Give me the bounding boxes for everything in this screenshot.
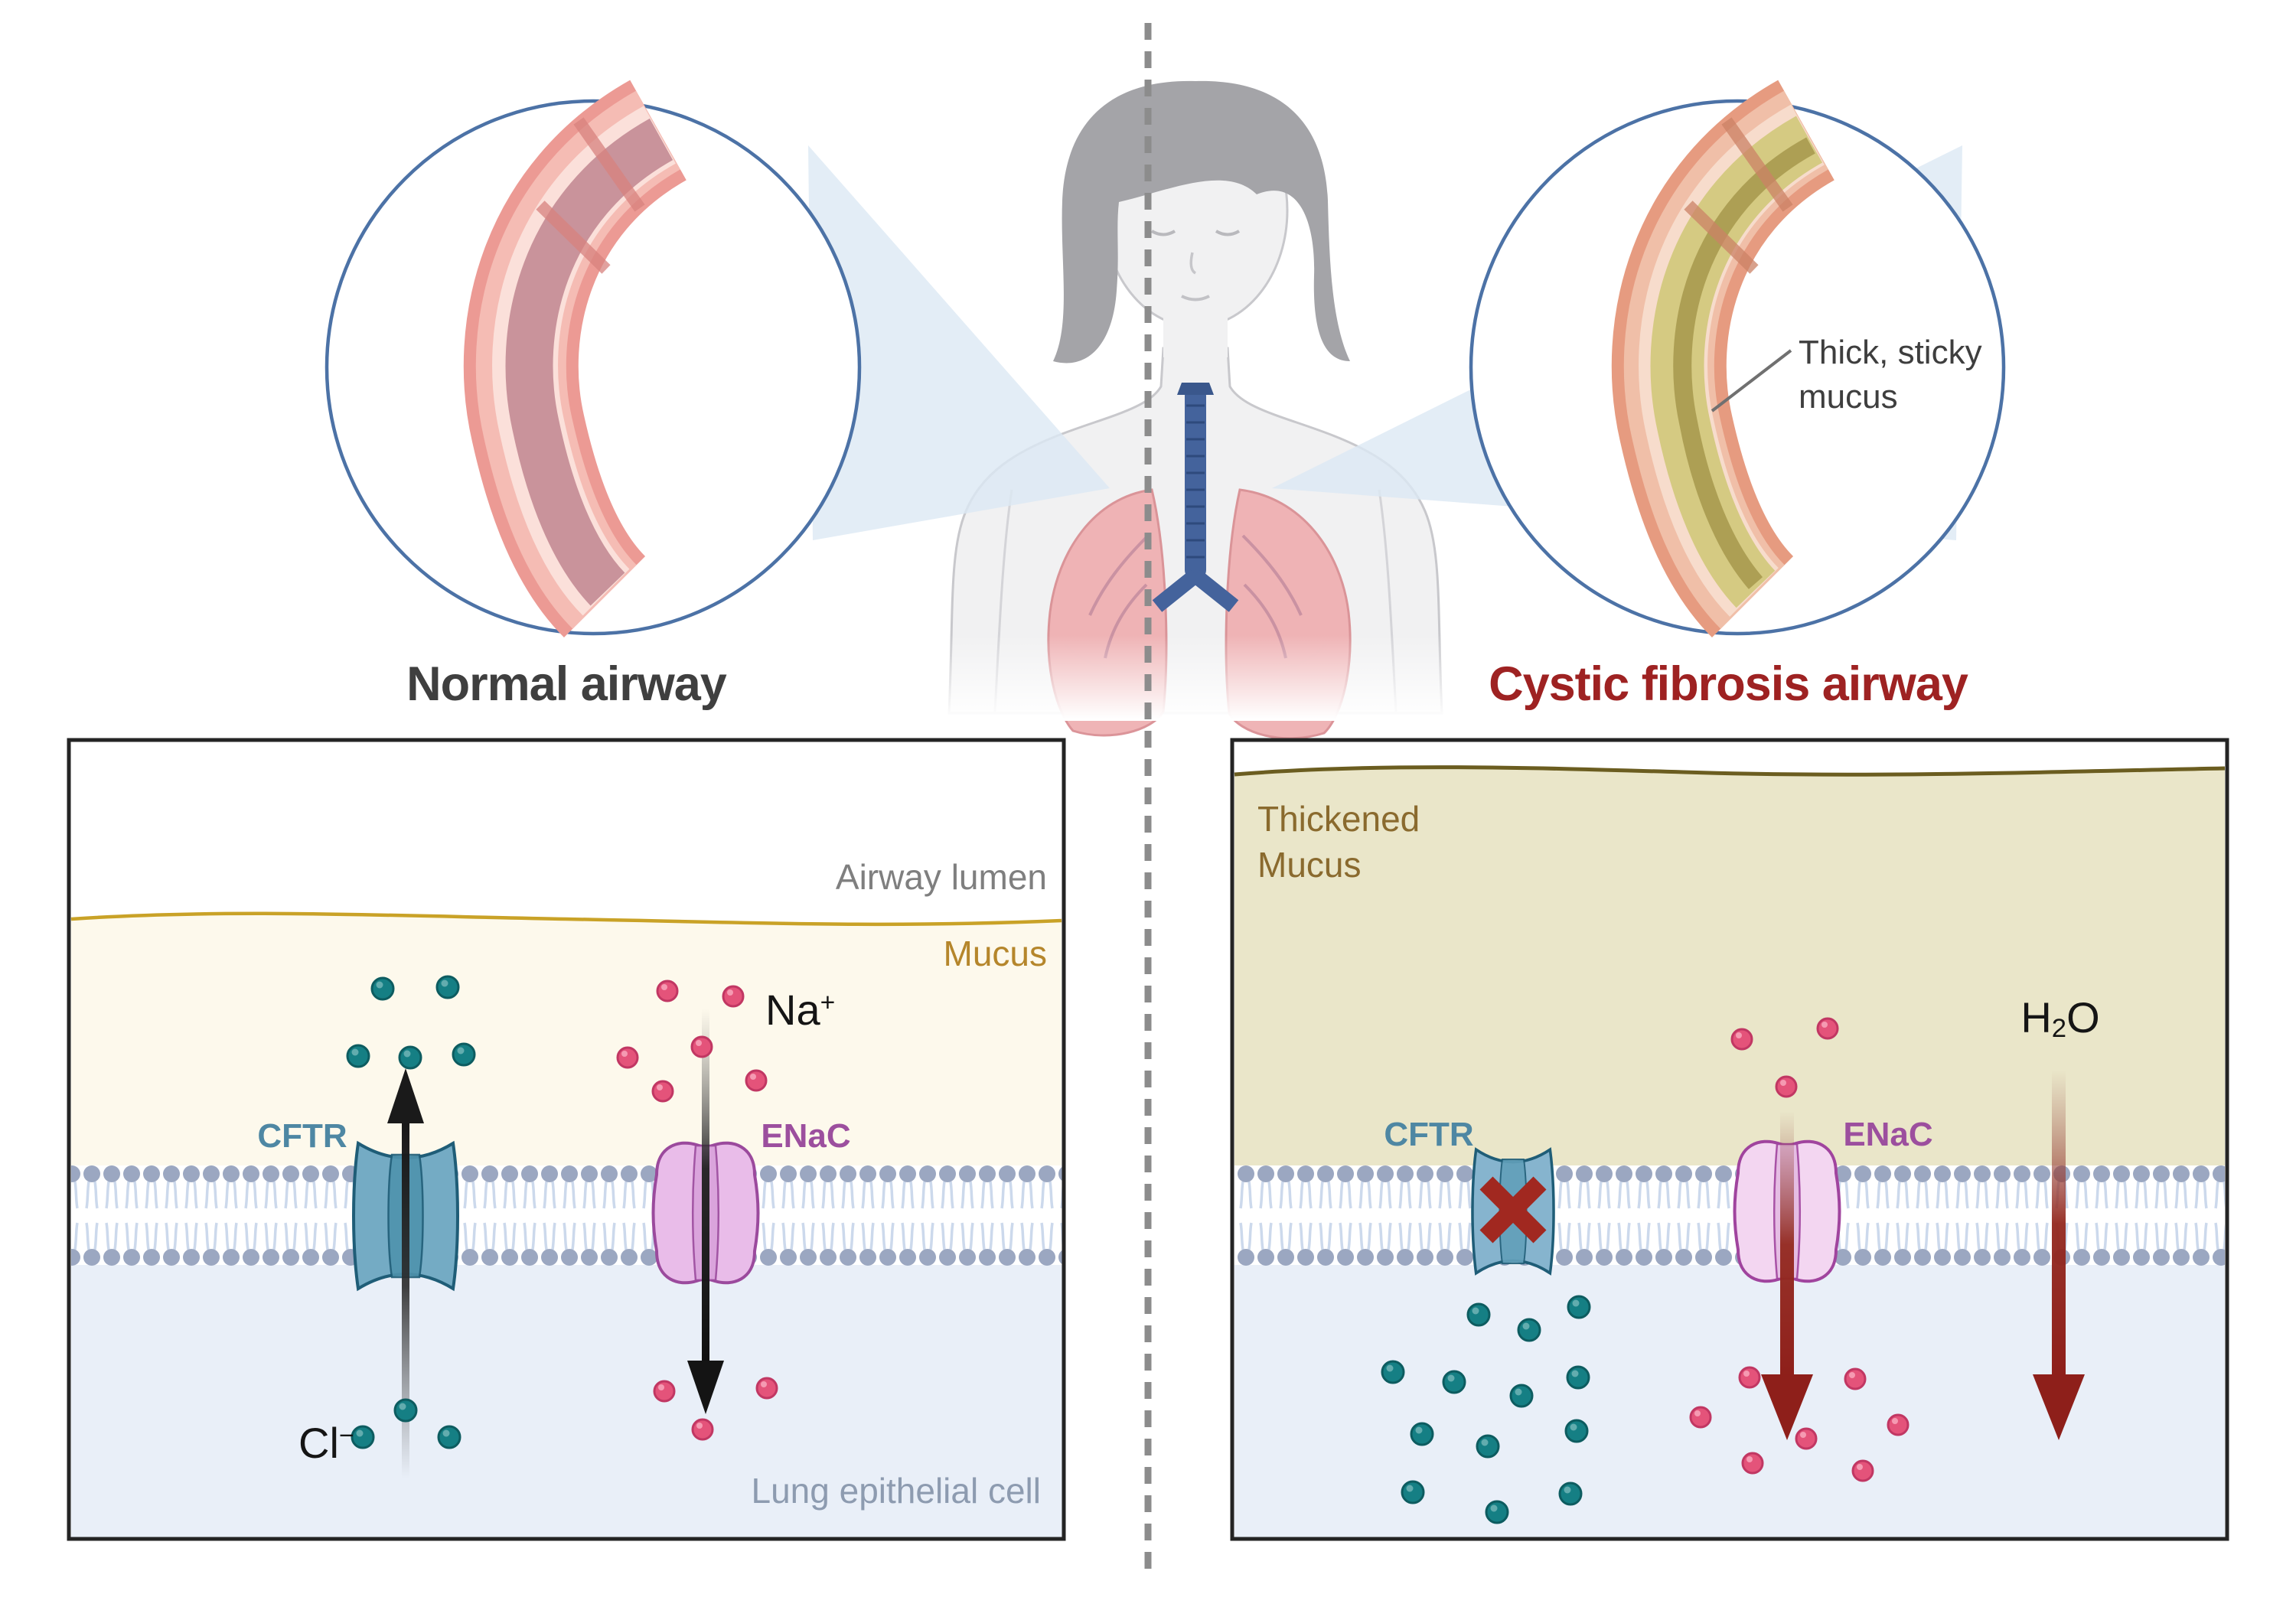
sodium-ion (755, 1377, 778, 1400)
lung-epithelial-cell-label: Lung epithelial cell (751, 1471, 1042, 1511)
thickened-mucus-surface-line (1234, 765, 2226, 777)
normal-airway-title: Normal airway (406, 657, 727, 711)
sodium-ion (1730, 1028, 1753, 1051)
cftr-label-cf: CFTR (1384, 1116, 1474, 1153)
chloride-ion (437, 1425, 461, 1449)
thickened-mucus-line-2: Mucus (1257, 845, 1362, 885)
callout-leader-line (1711, 349, 1792, 412)
chloride-ion-label: Cl− (298, 1419, 354, 1468)
sodium-ion (656, 980, 679, 1002)
sodium-ion (1741, 1452, 1764, 1475)
airway-lumen-label: Airway lumen (835, 857, 1047, 897)
cf-airway-tube (1611, 80, 1836, 638)
chloride-ion (1410, 1422, 1434, 1446)
chloride-ion (1466, 1302, 1491, 1327)
chloride-ion (1485, 1500, 1509, 1524)
mucus-surface-line (70, 911, 1062, 927)
sodium-ion (1775, 1075, 1798, 1098)
enac-label-cf: ENaC (1843, 1116, 1933, 1153)
callout-line-2: mucus (1799, 378, 1898, 416)
cf-airway-title: Cystic fibrosis airway (1489, 657, 1968, 711)
chloride-ion (398, 1045, 422, 1070)
thickened-mucus-label: Thickened Mucus (1257, 796, 1420, 888)
sodium-flow-arrow-down (687, 1009, 724, 1414)
normal-airway-tube (463, 80, 688, 638)
sodium-ion (1738, 1366, 1761, 1389)
cell-interior (71, 1265, 1062, 1539)
trachea (1152, 383, 1239, 612)
chloride-ion (1381, 1360, 1405, 1384)
water-label: H2O (1984, 993, 2137, 1044)
hair (1053, 80, 1350, 363)
cf-panel-border (1230, 738, 2229, 1541)
sodium-ion (1689, 1406, 1712, 1429)
cf-airway-circle (1469, 80, 2006, 638)
sodium-ion (1887, 1413, 1910, 1436)
enac-label-normal: ENaC (761, 1117, 851, 1155)
chloride-ion (1566, 1365, 1590, 1390)
chloride-ion (1564, 1419, 1589, 1443)
water-o: O (2066, 993, 2100, 1041)
sodium-ion (722, 985, 745, 1008)
thick-sticky-mucus-callout: Thick, sticky mucus (1799, 331, 1982, 419)
normal-airway-panel (67, 738, 1066, 1541)
sodium-ion-label: Na+ (765, 986, 835, 1035)
cell-interior (1234, 1265, 2225, 1539)
chloride-ion (452, 1042, 476, 1067)
chloride-ion (1509, 1384, 1534, 1408)
thickened-mucus-line-1: Thickened (1257, 799, 1420, 839)
chloride-ion (370, 976, 395, 1001)
sodium-ion (1816, 1017, 1839, 1040)
sodium-ion (745, 1069, 768, 1092)
chloride-ion (351, 1425, 375, 1449)
chloride-ion (1567, 1295, 1591, 1319)
chloride-ion (1558, 1482, 1583, 1506)
cftr-label-normal: CFTR (257, 1117, 347, 1155)
callout-line-1: Thick, sticky (1799, 334, 1982, 371)
sodium-ion (616, 1046, 639, 1069)
chloride-ion (435, 975, 460, 999)
chloride-ion (1476, 1434, 1500, 1459)
sodium-symbol: Na (765, 986, 820, 1034)
sodium-ion (1795, 1427, 1818, 1450)
thickened-mucus-layer (1234, 767, 2225, 1166)
normal-panel-border (67, 738, 1066, 1541)
mucus-layer (71, 913, 1062, 1166)
blocked-x-icon (1479, 1176, 1547, 1244)
left-magnifier-beam (808, 145, 1110, 540)
chloride-ion (1401, 1480, 1425, 1504)
water-h: H (2020, 993, 2052, 1041)
sodium-ion (691, 1418, 714, 1441)
sodium-ion (690, 1035, 713, 1058)
chloride-symbol: Cl (298, 1419, 339, 1467)
human-torso-illustration (911, 80, 1462, 740)
cf-airway-panel (1230, 738, 2229, 1541)
sodium-charge: + (820, 988, 836, 1017)
sodium-ion (1851, 1459, 1874, 1482)
face-features (1150, 230, 1241, 302)
sodium-ion (653, 1380, 676, 1403)
water-absorption-arrow (2033, 1070, 2085, 1440)
chloride-ion (393, 1398, 418, 1423)
lipid-bilayer-membrane (71, 1165, 1062, 1266)
sodium-hyperabsorption-arrow (1761, 1111, 1813, 1440)
sodium-ion (651, 1080, 674, 1103)
chloride-ion (1517, 1318, 1541, 1342)
water-subscript: 2 (2051, 1014, 2067, 1044)
chloride-ion (1442, 1370, 1466, 1394)
chloride-ion (346, 1044, 370, 1068)
mucus-label: Mucus (943, 934, 1047, 973)
lipid-bilayer-membrane (1234, 1165, 2225, 1266)
sodium-ion (1844, 1367, 1867, 1390)
chloride-charge: − (338, 1421, 354, 1450)
normal-airway-circle (325, 80, 862, 638)
